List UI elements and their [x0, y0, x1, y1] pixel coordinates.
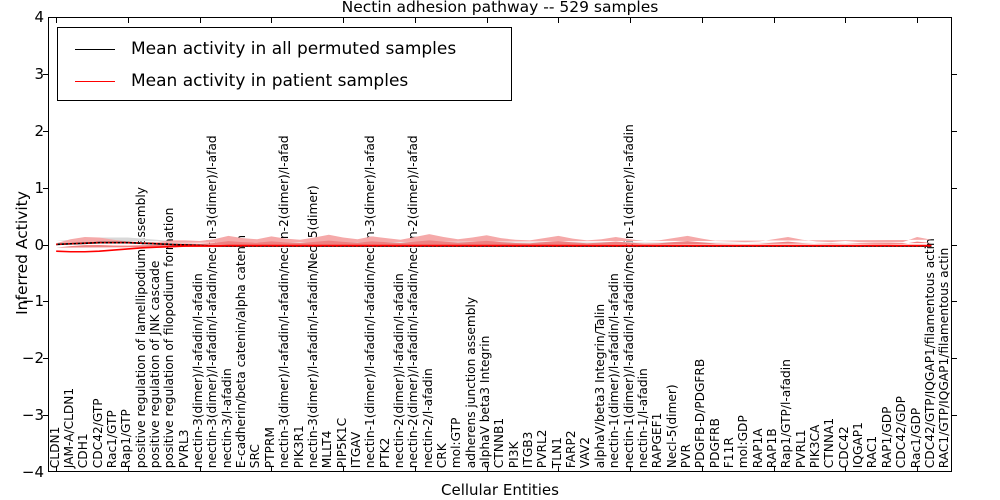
y-axis-tick-label: −3: [21, 406, 44, 425]
y-axis-tick-label: 0: [34, 235, 44, 254]
y-axis-tick-mark: [951, 301, 957, 303]
y-axis-tick-label: 4: [34, 8, 44, 26]
y-axis-tick-mark: [951, 130, 957, 132]
y-axis-tick-label: −4: [21, 463, 44, 481]
x-axis-tick-mark: [56, 18, 58, 23]
y-axis-tick-mark: [951, 358, 957, 360]
y-axis-tick-mark: [43, 130, 49, 132]
x-axis-tick-mark: [917, 466, 919, 471]
x-axis-tick-mark: [558, 466, 560, 471]
y-axis-tick-mark: [43, 73, 49, 75]
y-axis-tick-label: 3: [34, 64, 44, 83]
x-axis-tick-mark: [558, 18, 560, 23]
x-axis-tick-mark: [414, 18, 416, 23]
legend-swatch-patient: [75, 80, 115, 82]
y-axis-tick-mark: [951, 415, 957, 417]
x-axis-tick-mark: [486, 466, 488, 471]
legend-swatch-permuted: [75, 48, 115, 50]
legend-row-permuted: Mean activity in all permuted samples: [70, 34, 456, 64]
x-axis-tick-mark: [701, 18, 703, 23]
x-axis-tick-mark: [343, 466, 345, 471]
y-axis-tick-mark: [43, 415, 49, 417]
legend: Mean activity in all permuted samples Me…: [57, 27, 512, 101]
x-axis-tick-mark: [917, 18, 919, 23]
y-axis-tick-mark: [951, 73, 957, 75]
legend-row-patient: Mean activity in patient samples: [70, 66, 408, 96]
x-axis-tick-mark: [845, 466, 847, 471]
y-axis-tick-mark: [43, 301, 49, 303]
x-axis-tick-mark: [199, 18, 201, 23]
patient-confidence-band-outer: [56, 234, 932, 244]
y-axis-tick-label: 2: [34, 121, 44, 140]
legend-label-patient: Mean activity in patient samples: [131, 71, 409, 91]
y-axis-tick-mark: [43, 244, 49, 246]
y-axis-tick-label: 1: [34, 178, 44, 197]
y-axis-tick-label: −1: [21, 292, 44, 311]
patient-mean-line: [56, 244, 932, 253]
x-axis-tick-mark: [773, 18, 775, 23]
x-axis-tick-mark: [271, 466, 273, 471]
data-bands-and-lines: [56, 234, 932, 253]
x-axis-tick-mark: [127, 466, 129, 471]
x-axis-tick-mark: [414, 466, 416, 471]
x-axis-tick-mark: [845, 18, 847, 23]
x-axis-tick-mark: [199, 466, 201, 471]
y-axis-tick-mark: [43, 358, 49, 360]
x-axis-tick-mark: [486, 18, 488, 23]
y-axis-tick-mark: [951, 244, 957, 246]
x-axis-tick-mark: [127, 18, 129, 23]
x-axis-label: Cellular Entities: [441, 481, 559, 499]
x-axis-tick-mark: [630, 466, 632, 471]
y-axis-tick-label: −2: [21, 349, 44, 368]
x-axis-tick-mark: [701, 466, 703, 471]
x-axis-tick-mark: [630, 18, 632, 23]
chart-title: Nectin adhesion pathway -- 529 samples: [341, 0, 659, 16]
x-axis-tick-mark: [343, 18, 345, 23]
x-axis-tick-mark: [56, 466, 58, 471]
y-axis-tick-mark: [951, 187, 957, 189]
legend-label-permuted: Mean activity in all permuted samples: [131, 39, 457, 59]
x-axis-tick-mark: [271, 18, 273, 23]
y-axis-tick-mark: [43, 187, 49, 189]
x-axis-tick-mark: [773, 466, 775, 471]
